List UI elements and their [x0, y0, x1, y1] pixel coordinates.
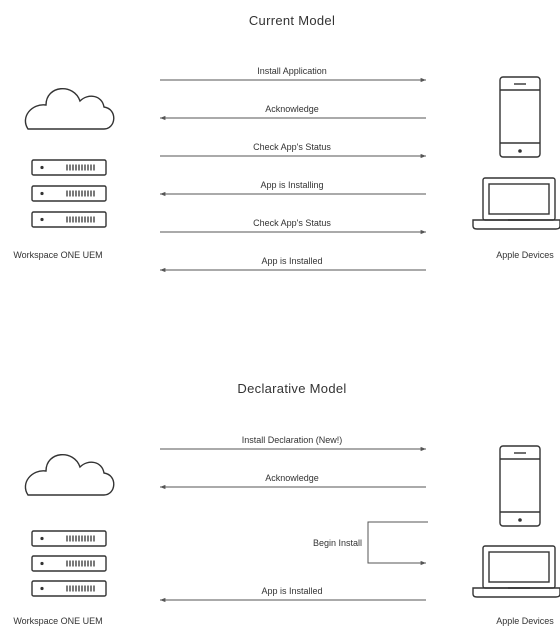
- laptop-icon: [472, 545, 560, 598]
- apple-devices-label: Apple Devices: [496, 250, 554, 260]
- apple-devices-label: Apple Devices: [496, 616, 554, 626]
- section-title: Current Model: [249, 13, 335, 28]
- section-title: Declarative Model: [237, 381, 346, 396]
- message-label: Install Application: [257, 66, 327, 76]
- server-rack-icon: [31, 159, 107, 228]
- laptop-icon: [472, 177, 560, 230]
- workspace-one-uem-label: Workspace ONE UEM: [13, 616, 102, 626]
- message-acknowledge: Acknowledge: [160, 473, 426, 490]
- cloud-icon: [24, 453, 115, 496]
- message-label: App is Installed: [261, 256, 322, 266]
- message-label: Check App's Status: [253, 218, 331, 228]
- message-arrows: Install Declaration (New!) Acknowledge B…: [160, 435, 428, 603]
- message-arrows: Install Application Acknowledge Check Ap…: [160, 66, 426, 273]
- message-label: Begin Install: [313, 538, 362, 548]
- message-label: Acknowledge: [265, 473, 319, 483]
- cloud-icon: [24, 87, 115, 130]
- message-install-declaration: Install Declaration (New!): [160, 435, 426, 452]
- message-label: App is Installed: [261, 586, 322, 596]
- message-label: Check App's Status: [253, 142, 331, 152]
- message-label: Acknowledge: [265, 104, 319, 114]
- message-begin-install: Begin Install: [313, 521, 428, 566]
- message-check-app-status-2: Check App's Status: [160, 218, 426, 235]
- message-label: Install Declaration (New!): [242, 435, 343, 445]
- declarative-model-section: Declarative Model Workspace ONE UEM: [13, 381, 560, 626]
- message-app-is-installed: App is Installed: [160, 586, 426, 603]
- message-acknowledge: Acknowledge: [160, 104, 426, 121]
- message-check-app-status: Check App's Status: [160, 142, 426, 159]
- current-model-section: Current Model Workspace ONE UEM: [13, 13, 560, 273]
- server-rack-icon: [31, 530, 107, 597]
- smartphone-icon: [499, 76, 541, 158]
- self-loop-arrow: [367, 521, 428, 566]
- workspace-one-uem-label: Workspace ONE UEM: [13, 250, 102, 260]
- smartphone-icon: [499, 445, 541, 527]
- message-install-application: Install Application: [160, 66, 426, 83]
- message-app-is-installing: App is Installing: [160, 180, 426, 197]
- message-label: App is Installing: [260, 180, 323, 190]
- message-app-is-installed: App is Installed: [160, 256, 426, 273]
